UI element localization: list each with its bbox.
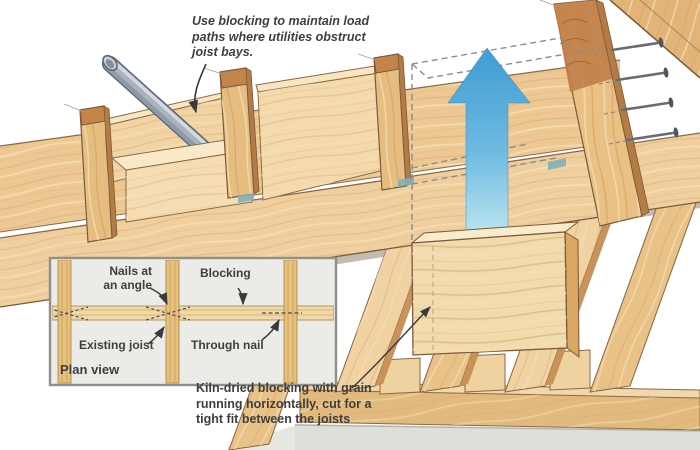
plan-joists [57, 260, 298, 384]
left-joist-end [79, 105, 118, 243]
plan-view-box [48, 256, 338, 387]
corner-joist [609, 0, 700, 79]
top-note-arrow [188, 63, 207, 114]
bottom-note-arrow [351, 306, 431, 389]
plan-label-arrow [261, 318, 280, 341]
bottom-annotation: Kiln-dried blocking with grain running h… [196, 381, 372, 426]
sill-plate [299, 381, 700, 431]
sketch-lines [63, 0, 557, 113]
plan-label-arrow [147, 325, 165, 345]
plan-joist [165, 260, 180, 384]
plan-label-nails-at-angle: Nails at an angle [103, 264, 152, 293]
plan-label-blocking: Blocking [200, 266, 251, 280]
tall-joist [553, 0, 650, 227]
nail-icon [603, 97, 674, 115]
plan-label-arrows [147, 287, 280, 345]
plan-view-title: Plan view [60, 362, 120, 377]
nails [593, 37, 679, 145]
plan-label-through-nail: Through nail [191, 338, 264, 352]
nail-icon [593, 37, 664, 55]
hanger-accents [238, 158, 566, 203]
plan-label-arrow [149, 287, 168, 306]
front-blocking [110, 137, 254, 223]
plan-label-arrow [237, 287, 248, 306]
foundation-wall [228, 424, 700, 450]
plan-label-existing-joist: Existing joist [79, 338, 154, 352]
nail-icon [598, 67, 669, 85]
blocking-panel [255, 61, 401, 201]
plan-joist [283, 260, 298, 384]
new-blocking-block [410, 221, 580, 359]
right-joist-end [373, 53, 412, 191]
top-annotation: Use blocking to maintain load paths wher… [192, 14, 370, 59]
plan-joist [57, 260, 72, 384]
nail-icon [608, 127, 679, 145]
plan-angled-nails [52, 306, 191, 321]
